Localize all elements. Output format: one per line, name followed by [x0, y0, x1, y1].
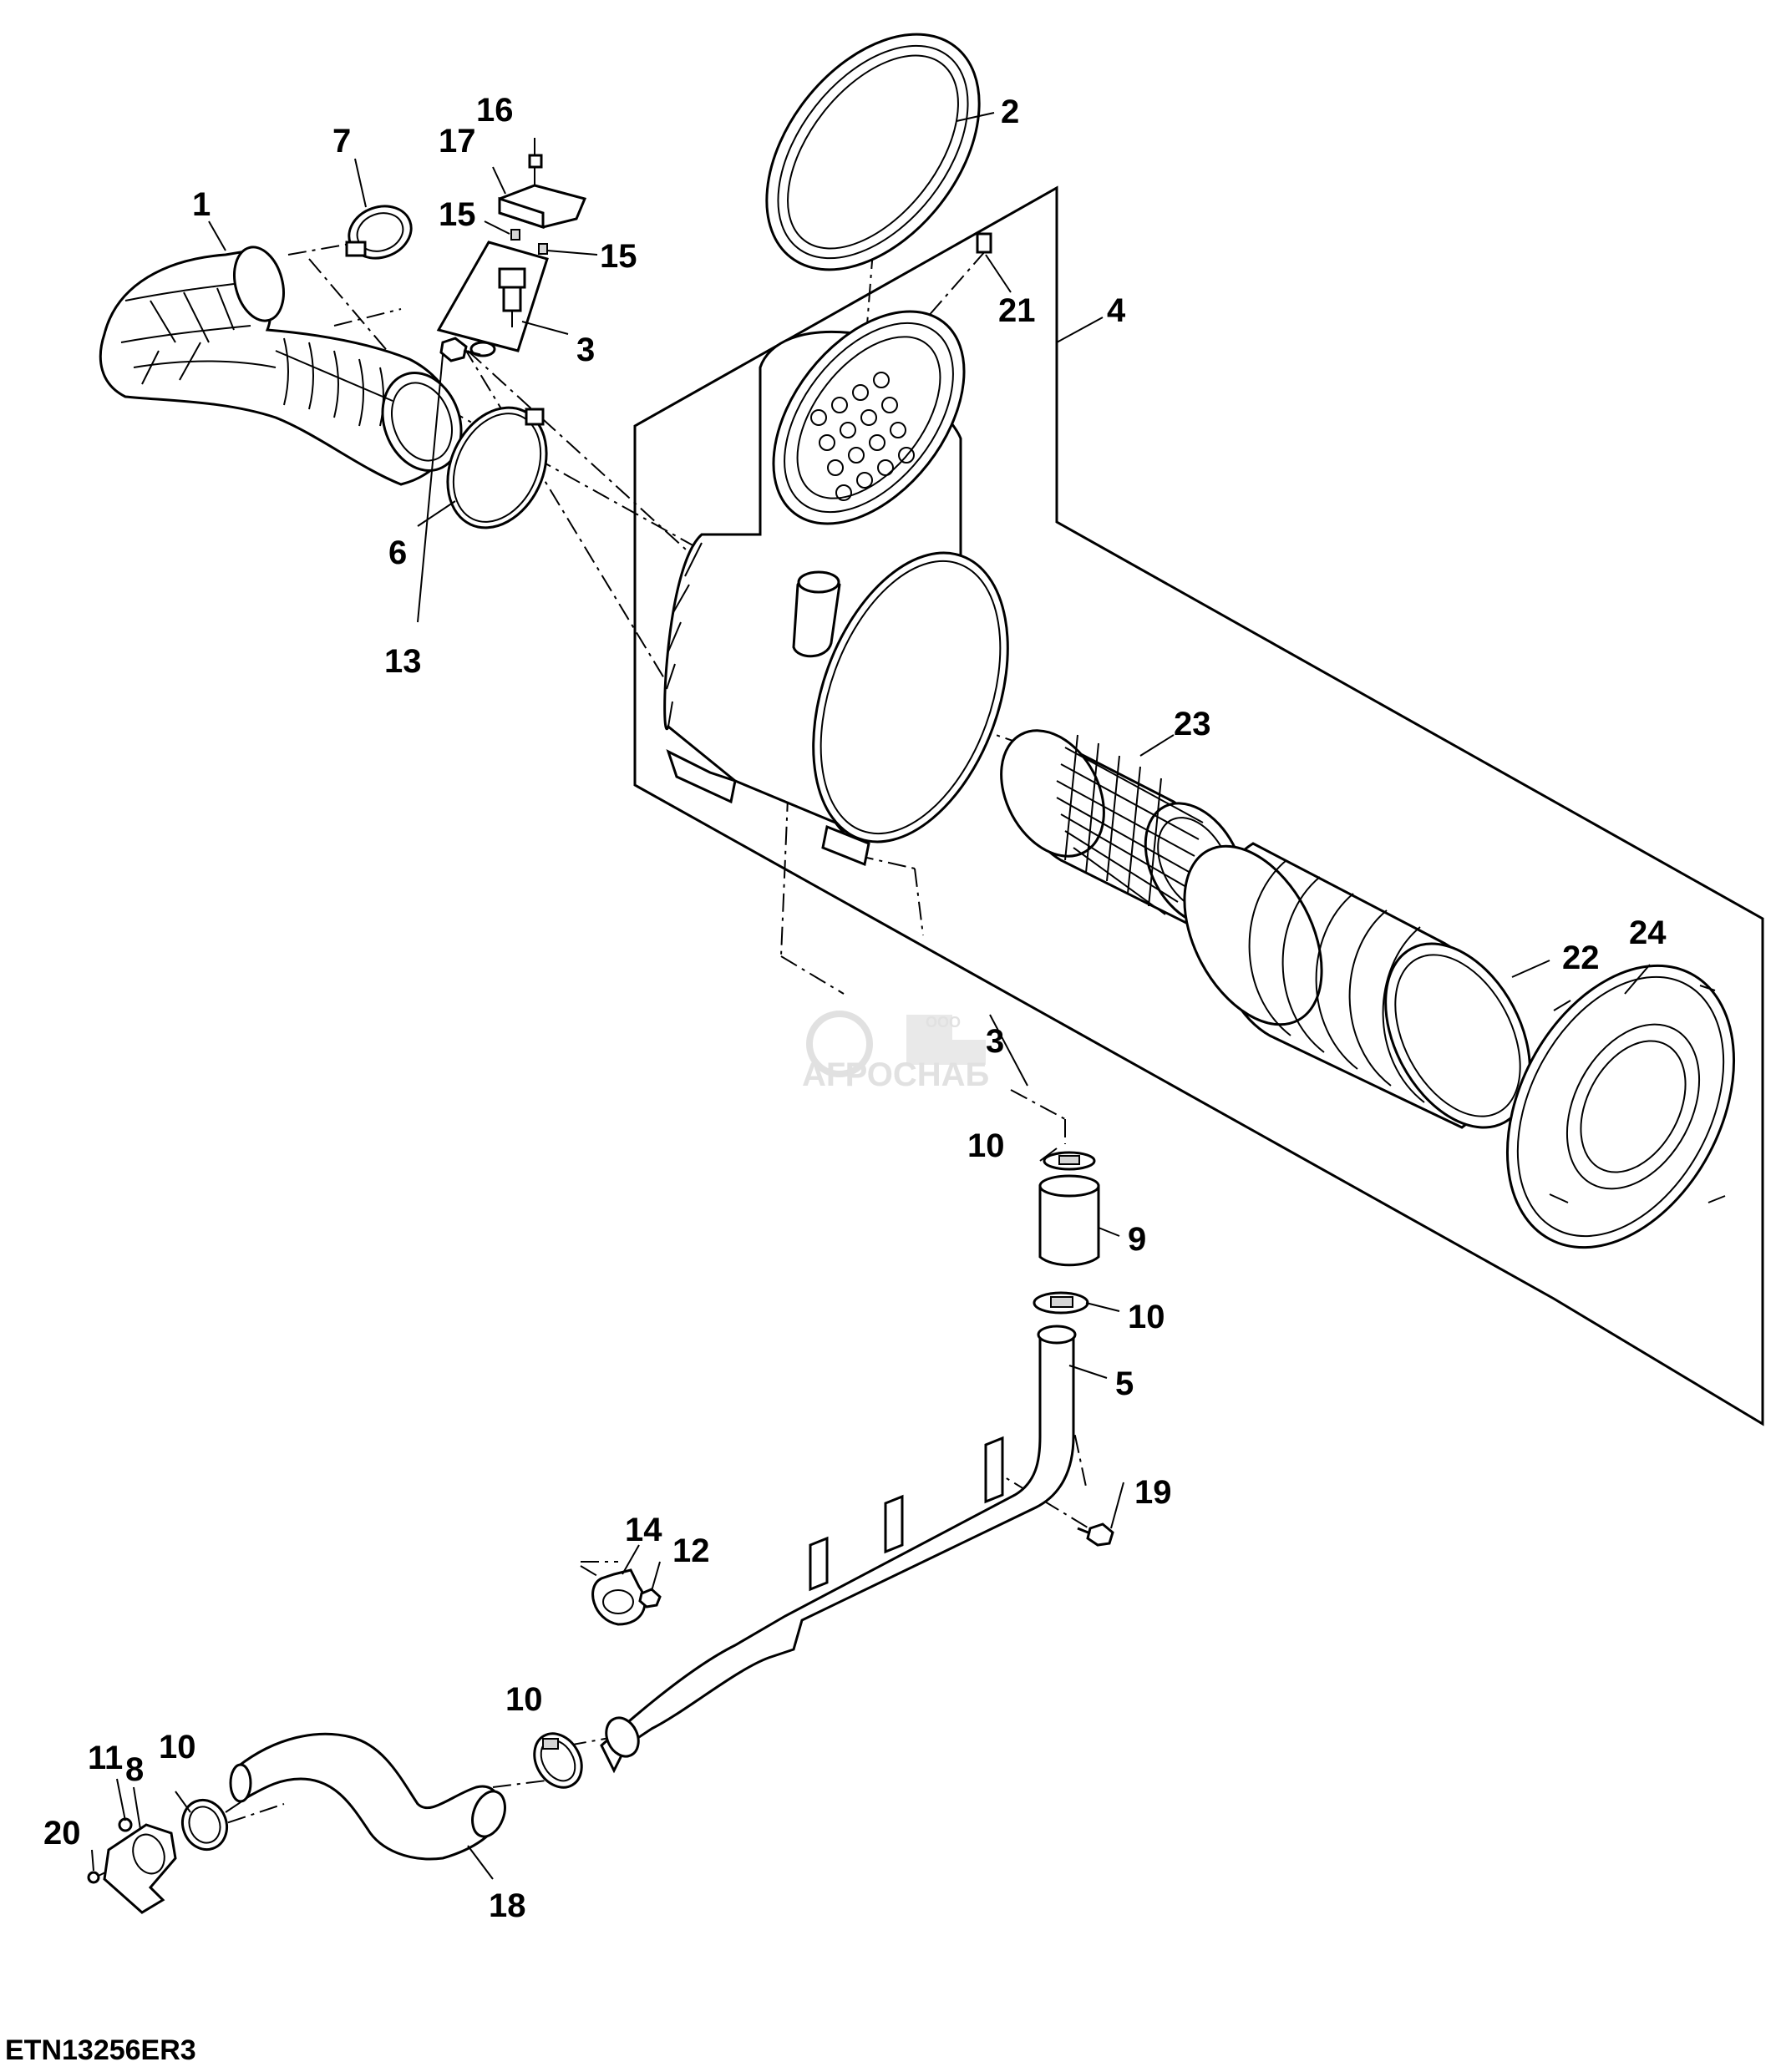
primary-filter-part [1183, 842, 1531, 1129]
callout-11: 11 [88, 1740, 123, 1776]
end-cover-part [1505, 964, 1736, 1249]
assembly-group-frame [633, 185, 1764, 1426]
callout-3-lower: 3 [986, 1023, 1004, 1060]
callout-15-left: 15 [439, 196, 476, 233]
support-bracket-part [103, 1817, 177, 1914]
callout-1: 1 [192, 186, 211, 223]
hose-clamp-part [345, 205, 413, 260]
callout-13: 13 [384, 643, 422, 680]
air-cleaner-housing-part [663, 310, 1009, 867]
sensor-bracket-part [498, 154, 587, 255]
large-clamp-part [446, 406, 548, 529]
callout-6: 6 [388, 534, 407, 571]
callout-7: 7 [332, 123, 351, 160]
callout-14: 14 [625, 1512, 662, 1548]
callout-10-mid: 10 [1128, 1299, 1165, 1335]
callout-10-top: 10 [967, 1127, 1005, 1164]
callout-8: 8 [125, 1751, 144, 1788]
callout-5: 5 [1115, 1365, 1134, 1402]
callout-19: 19 [1134, 1474, 1172, 1511]
callout-20: 20 [43, 1815, 81, 1852]
hose-clamp-10-upper [1043, 1151, 1096, 1171]
callout-10-pipe: 10 [505, 1681, 543, 1718]
callout-3-sensor: 3 [576, 332, 595, 368]
bolt-13-part [439, 337, 481, 362]
callout-24: 24 [1629, 914, 1667, 951]
bolt-19-part [1077, 1522, 1114, 1547]
pipe-clip-part [591, 1568, 647, 1626]
callout-22: 22 [1562, 940, 1600, 976]
callout-16: 16 [476, 92, 514, 129]
callout-leaders [91, 112, 1651, 1880]
intake-hose-part [99, 246, 463, 486]
callout-2: 2 [1001, 94, 1019, 130]
callout-18: 18 [489, 1887, 526, 1924]
precleaner-tubes [810, 372, 915, 501]
vent-cap-part [976, 232, 992, 254]
hose-clamp-10-middle [533, 1732, 583, 1789]
bolt-12-part [638, 1588, 662, 1608]
outlet-pipe-part [600, 1325, 1077, 1774]
hose-clamp-10-lower [1033, 1291, 1089, 1315]
coupling-hose-part [1038, 1174, 1100, 1267]
watermark-small-text: ООО [926, 1014, 961, 1031]
callout-10-left: 10 [159, 1729, 196, 1766]
watermark-brand-text: АГРОСНАБ [802, 1056, 989, 1093]
callout-23: 23 [1174, 706, 1211, 742]
bolt-20-part [87, 1871, 100, 1884]
gasket-ring-part [765, 33, 981, 271]
filter-mesh [1056, 734, 1204, 915]
sensor-plate-part [436, 241, 549, 357]
secondary-filter-part [1000, 729, 1246, 929]
hose-clamp-10-left [181, 1798, 228, 1852]
callout-15-right: 15 [600, 238, 637, 275]
bent-hose-part [229, 1732, 506, 1861]
callout-9: 9 [1128, 1221, 1146, 1258]
callout-17: 17 [439, 123, 476, 160]
callout-4: 4 [1107, 292, 1126, 329]
watermark-logo: ООО АГРОСНАБ [802, 1011, 989, 1093]
callout-21: 21 [998, 292, 1036, 329]
callout-labels: 1 2 3 3 4 5 6 7 8 9 10 10 10 10 11 12 13… [43, 92, 1667, 1924]
drawing-code: ETN13256ER3 [5, 2034, 196, 2066]
callout-12: 12 [672, 1532, 710, 1569]
